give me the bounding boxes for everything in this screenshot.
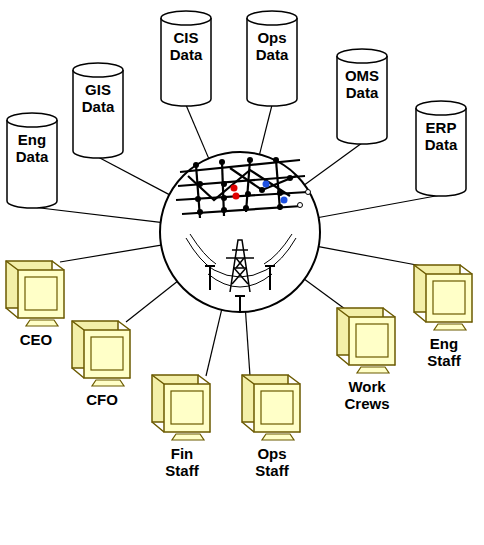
database-label: Ops Data	[246, 30, 298, 63]
database-label: Eng Data	[6, 132, 58, 165]
spoke-line	[246, 312, 250, 376]
spoke-line	[319, 247, 422, 266]
user-workstation: Eng Staff	[412, 262, 476, 369]
spoke-line	[305, 279, 345, 309]
spoke-line	[260, 105, 272, 154]
database-label: GIS Data	[72, 82, 124, 115]
grid-nodes	[193, 157, 311, 215]
database-cylinder: Ops Data	[246, 10, 298, 107]
user-label: Ops Staff	[247, 446, 297, 479]
monitor-icon	[70, 318, 134, 388]
user-workstation: CEO	[4, 258, 68, 349]
network-grid	[176, 160, 308, 218]
spoke-line	[206, 310, 222, 376]
database-cylinder: OMS Data	[336, 48, 388, 145]
utility-poles	[205, 266, 275, 312]
spoke-line	[186, 105, 209, 158]
monitor-icon	[150, 372, 214, 442]
database-label: ERP Data	[415, 120, 467, 153]
monitor-icon	[335, 305, 399, 375]
hub-circle	[160, 152, 320, 312]
spoke-line	[98, 157, 169, 195]
user-label: Fin Staff	[157, 446, 207, 479]
user-label: Work Crews	[342, 379, 392, 412]
spoke-line	[32, 207, 161, 222]
user-workstation: CFO	[70, 318, 134, 409]
transmission-tower	[226, 240, 254, 292]
user-workstation: Ops Staff	[240, 372, 304, 479]
spoke-line	[319, 195, 441, 218]
monitor-icon	[4, 258, 68, 328]
user-workstation: Work Crews	[335, 305, 399, 412]
distribution-lines	[186, 234, 296, 287]
user-workstation: Fin Staff	[150, 372, 214, 479]
user-label: CEO	[11, 332, 61, 349]
database-cylinder: ERP Data	[415, 100, 467, 197]
database-cylinder: Eng Data	[6, 112, 58, 209]
spoke-line	[305, 143, 362, 185]
database-cylinder: GIS Data	[72, 62, 124, 159]
monitor-icon	[412, 262, 476, 332]
database-cylinder: CIS Data	[160, 10, 212, 107]
spoke-line	[126, 282, 177, 322]
database-label: CIS Data	[160, 30, 212, 63]
database-label: OMS Data	[336, 68, 388, 101]
user-label: Eng Staff	[419, 336, 469, 369]
spoke-line	[60, 245, 161, 262]
user-label: CFO	[77, 392, 127, 409]
monitor-icon	[240, 372, 304, 442]
